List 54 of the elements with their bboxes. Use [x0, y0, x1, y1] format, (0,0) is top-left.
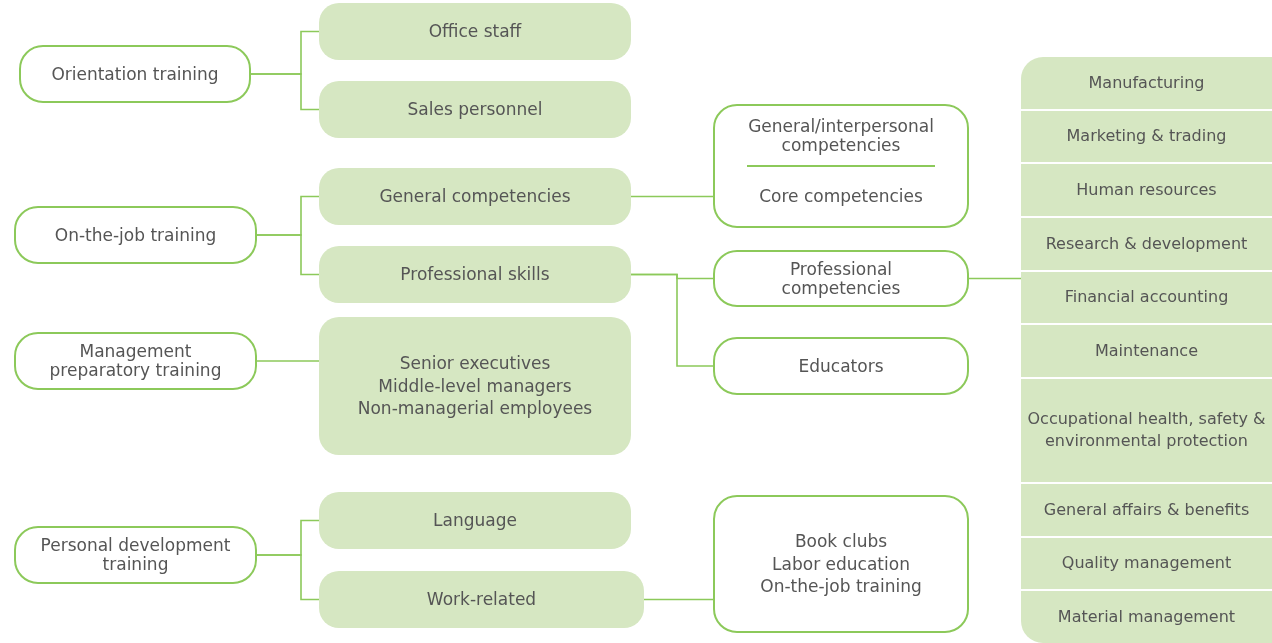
connector-line: [630, 195, 714, 198]
node-text: Office staff: [428, 22, 522, 41]
node-text: On-the-job training: [760, 577, 922, 597]
connector-line: [256, 360, 320, 362]
department-label: Material management: [1057, 606, 1236, 628]
training-box: [713, 104, 969, 228]
category-box: [319, 571, 644, 628]
department-label: Manufacturing: [1088, 71, 1205, 94]
training-box: [14, 206, 257, 264]
node-text: Personal development training: [39, 536, 232, 574]
node-text: Non-managerial employees: [357, 399, 593, 419]
connector-line: [968, 277, 1022, 280]
training-box: [713, 337, 969, 395]
node-text: Middle-level managers: [378, 376, 572, 396]
node-text: General competencies: [379, 187, 571, 206]
training-box: [19, 45, 251, 103]
category-box: [319, 317, 631, 455]
node-text: Orientation training: [51, 64, 219, 84]
node-text: Professional skills: [400, 265, 550, 284]
node-text: Sales personnel: [407, 100, 543, 119]
training-box: [713, 250, 969, 307]
department-panel: [1021, 57, 1272, 643]
node-text: Book clubs: [794, 531, 888, 551]
department-label: General affairs & benefits: [1043, 498, 1250, 521]
competency-label: Core competencies: [759, 187, 923, 206]
connector-line: [250, 73, 320, 111]
department-label: Research & development: [1045, 232, 1248, 255]
node-text: Language: [433, 511, 517, 530]
department-label: Occupational health, safety & environmental protection: [1026, 408, 1267, 453]
department-label: Financial accounting: [1064, 286, 1229, 309]
node-text: Professional competencies: [780, 259, 902, 298]
training-box: [713, 495, 969, 633]
department-label: Quality management: [1061, 552, 1232, 575]
category-box: [319, 168, 631, 225]
connector-line: [256, 234, 320, 276]
training-box: [14, 526, 257, 584]
node-text: On-the-job training: [54, 225, 217, 245]
node-text: Educators: [798, 356, 884, 376]
training-box: [14, 332, 257, 390]
category-box: [319, 81, 631, 138]
node-text: Management preparatory training: [48, 342, 223, 380]
connector-line: [256, 554, 320, 601]
connector-line: [643, 598, 714, 601]
department-label: Maintenance: [1094, 339, 1198, 362]
node-text: Senior executives: [399, 353, 551, 373]
category-box: [319, 3, 631, 60]
category-box: [319, 246, 631, 303]
department-label: Human resources: [1076, 178, 1217, 201]
department-label: Marketing & trading: [1066, 125, 1227, 148]
node-text: Labor education: [772, 554, 910, 574]
node-text: Work-related: [426, 590, 537, 609]
category-box: [319, 492, 631, 549]
competency-label: General/interpersonal competencies: [747, 116, 935, 155]
connector-line: [630, 273, 714, 367]
